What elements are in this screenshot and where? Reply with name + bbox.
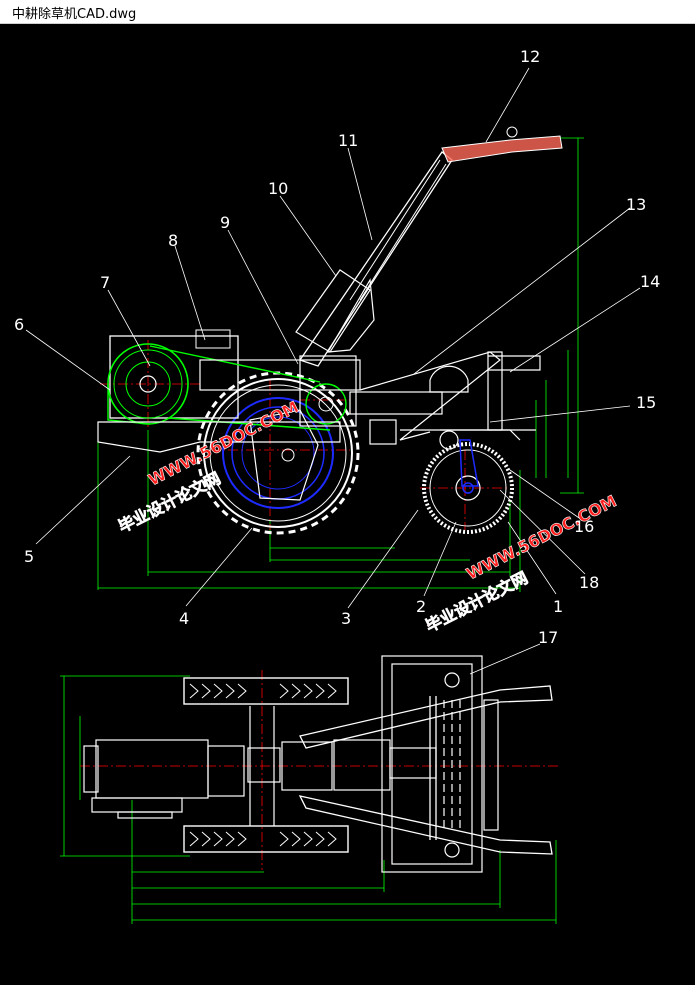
top-view (60, 643, 560, 924)
callout-10: 10 (268, 179, 288, 198)
cad-drawing: 1 2 3 4 5 6 7 8 9 10 11 12 13 14 15 16 1… (0, 24, 695, 981)
top-cutter (381, 655, 499, 873)
top-centerlines (80, 670, 560, 870)
weeding-cutter (422, 439, 514, 534)
callout-16: 16 (574, 517, 594, 536)
callout-13: 13 (626, 195, 646, 214)
callout-3: 3 (341, 609, 351, 628)
frame (97, 351, 541, 453)
callout-8: 8 (168, 231, 178, 250)
top-engine (83, 706, 437, 826)
top-dimensions (60, 675, 557, 924)
callout-9: 9 (220, 213, 230, 232)
callout-18: 18 (579, 573, 599, 592)
side-view (25, 67, 641, 609)
callout-6: 6 (14, 315, 24, 334)
handle (295, 126, 563, 367)
callout-15: 15 (636, 393, 656, 412)
callout-17: 17 (538, 628, 558, 647)
side-dimensions (97, 137, 584, 592)
engine-pulley (107, 329, 347, 431)
side-centerlines (100, 340, 510, 530)
window-titlebar: 中耕除草机CAD.dwg (0, 0, 695, 24)
top-leader (469, 643, 541, 675)
callout-11: 11 (338, 131, 358, 150)
callout-7: 7 (100, 273, 110, 292)
top-handles (298, 685, 553, 855)
callout-5: 5 (24, 547, 34, 566)
cad-drawing-canvas[interactable]: 1 2 3 4 5 6 7 8 9 10 11 12 13 14 15 16 1… (0, 24, 695, 981)
callout-14: 14 (640, 272, 660, 291)
callout-1: 1 (553, 597, 563, 616)
callout-numbers: 1 2 3 4 5 6 7 8 9 10 11 12 13 14 15 16 1… (14, 47, 660, 647)
window-title: 中耕除草机CAD.dwg (12, 7, 137, 22)
callout-2: 2 (416, 597, 426, 616)
leader-lines (25, 67, 641, 609)
callout-12: 12 (520, 47, 540, 66)
callout-4: 4 (179, 609, 189, 628)
top-wheels (183, 677, 349, 853)
